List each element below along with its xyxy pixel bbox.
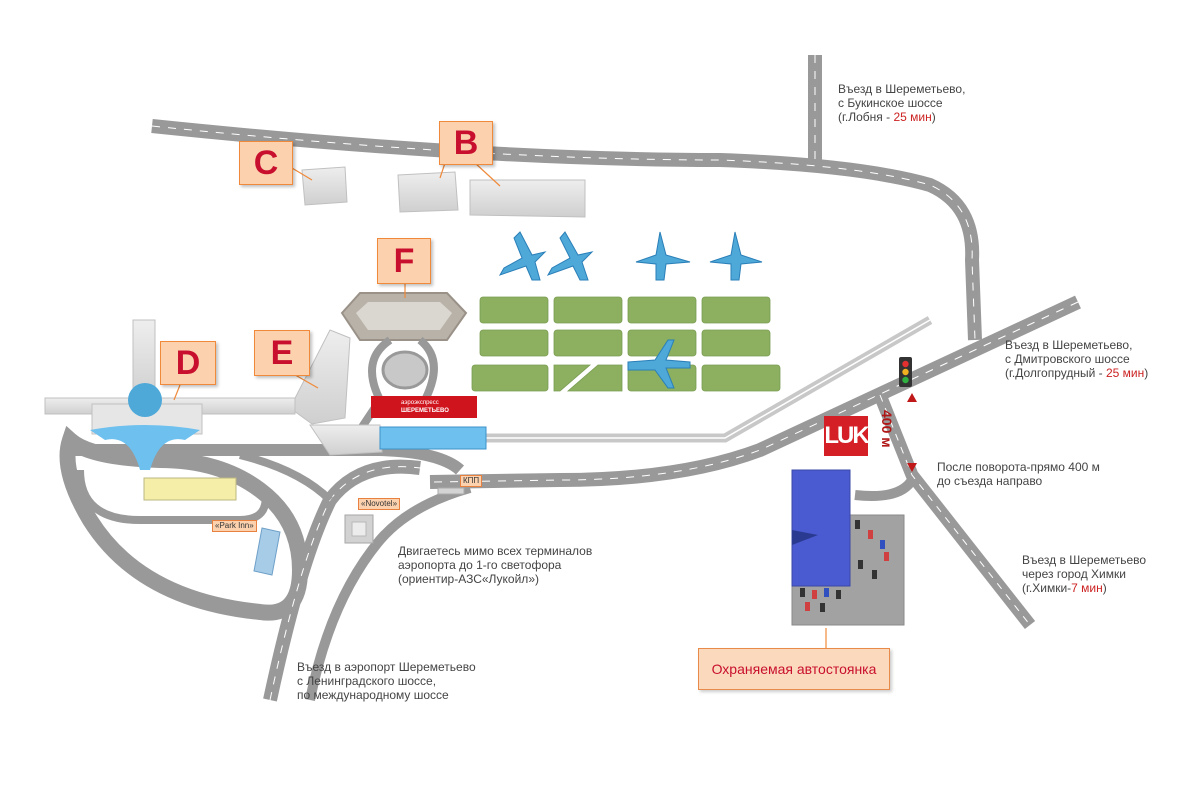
dmitrov-line1: Въезд в Шереметьево, <box>1005 338 1133 352</box>
park-inn-building <box>253 527 281 576</box>
pass-terminals-label: Двигаетесь мимо всех терминалов аэропорт… <box>398 544 592 586</box>
bukino-line1: Въезд в Шереметьево, <box>838 82 966 96</box>
after-turn-label: После поворота-прямо 400 м до съезда нап… <box>937 460 1100 488</box>
novotel-building <box>344 514 374 544</box>
kpp-tag: КПП <box>460 475 483 487</box>
parked-cars <box>800 520 889 612</box>
aeroexpress-railway <box>480 316 933 443</box>
khimki-line1: Въезд в Шереметьево <box>1022 553 1147 567</box>
bukino-line2: с Букинское шоссе <box>838 96 943 110</box>
terminal-e-label[interactable]: E <box>254 330 310 376</box>
terminal-d-building <box>44 319 296 501</box>
lukoil-logo: LUK <box>824 416 870 456</box>
terminal-f-building <box>340 292 468 433</box>
khimki-line3: (г.Химки-7 мин) <box>1022 581 1107 595</box>
terminal-f-label[interactable]: F <box>377 238 431 284</box>
airplane-icon <box>546 231 594 281</box>
terminal-d-label[interactable]: D <box>160 341 216 385</box>
leningrad-line2: с Ленинградского шоссе, <box>297 674 437 688</box>
distance-label: 400 м <box>879 410 895 448</box>
terminal-c-label[interactable]: C <box>239 141 293 185</box>
dmitrov-line2: с Дмитровского шоссе <box>1005 352 1130 366</box>
parking-lot <box>791 469 905 626</box>
north-road <box>151 119 982 341</box>
guarded-parking-label[interactable]: Охраняемая автостоянка <box>698 648 890 690</box>
bukino-line3: (г.Лобня - 25 мин) <box>838 110 936 124</box>
aeroexpress-station <box>379 426 487 450</box>
leningrad-line1: Въезд в аэропорт Шереметьево <box>297 660 476 674</box>
after-turn-line2: до съезда направо <box>937 474 1043 488</box>
khimki-road <box>854 392 1036 630</box>
terminal-b-label[interactable]: B <box>439 121 493 165</box>
khimki-line2: через город Химки <box>1022 567 1126 581</box>
aeroexpress-line2: ШЕРЕМЕТЬЕВО <box>401 408 449 414</box>
airplane-icon <box>709 231 763 281</box>
terminal-c-building <box>301 166 348 206</box>
pass-terminals-line2: аэропорта до 1-го светофора <box>398 558 562 572</box>
novotel-tag: «Novotel» <box>358 498 401 510</box>
dmitrov-line3: (г.Долгопрудный - 25 мин) <box>1005 366 1149 380</box>
traffic-light-icon <box>899 357 912 387</box>
bukino-entry-label: Въезд в Шереметьево, с Букинское шоссе (… <box>838 82 965 124</box>
airplane-icon <box>498 231 547 281</box>
after-turn-line1: После поворота-прямо 400 м <box>937 460 1100 474</box>
aeroexpress-logo: аэроэкспресс ШЕРЕМЕТЬЕВО <box>371 396 477 418</box>
leningrad-line3: по международному шоссе <box>297 688 449 702</box>
airplane-icon <box>627 339 691 389</box>
distance-arrows <box>907 393 917 472</box>
pass-terminals-line3: (ориентир-АЗС«Лукойл») <box>398 572 539 586</box>
kpp-checkpoint <box>437 487 465 495</box>
apron-grid <box>471 296 781 392</box>
airplane-icon <box>635 231 691 281</box>
khimki-entry-label: Въезд в Шереметьево через город Химки (г… <box>1022 553 1146 595</box>
park-inn-tag: «Park Inn» <box>212 520 257 532</box>
pass-terminals-line1: Двигаетесь мимо всех терминалов <box>398 544 593 558</box>
dmitrov-road <box>429 295 1081 489</box>
terminal-e-building <box>289 329 383 456</box>
terminal-b-buildings <box>397 171 586 218</box>
dmitrov-entry-label: Въезд в Шереметьево, с Дмитровского шосс… <box>1005 338 1148 380</box>
leningrad-entry-label: Въезд в аэропорт Шереметьево с Ленинград… <box>297 660 476 702</box>
aeroexpress-line1: аэроэкспресс <box>401 400 439 406</box>
